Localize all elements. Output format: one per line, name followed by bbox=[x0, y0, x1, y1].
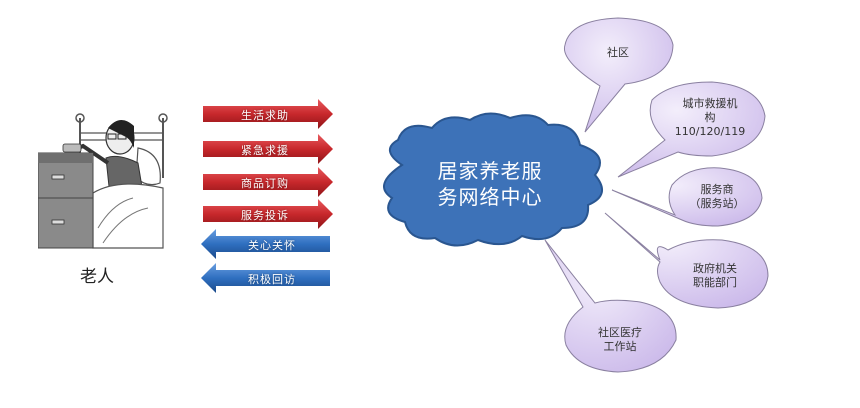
bubble-medical bbox=[544, 239, 677, 373]
arrow-outgoing-2 bbox=[203, 134, 333, 164]
bubble-line: （服务站） bbox=[689, 197, 745, 210]
cloud-center bbox=[383, 112, 603, 247]
arrow-outgoing-1 bbox=[203, 99, 333, 129]
bubble-provider-text: 服务商 （服务站） bbox=[677, 183, 757, 211]
arrow-label-life-help: 生活求助 bbox=[241, 109, 289, 122]
arrow-label-order: 商品订购 bbox=[241, 177, 289, 190]
bubble-community-text: 社区 bbox=[588, 46, 648, 60]
bubble-government-text: 政府机关 职能部门 bbox=[675, 262, 755, 290]
bubble-community bbox=[563, 17, 674, 133]
bubble-line: 110/120/119 bbox=[674, 125, 746, 138]
arrow-label-emergency: 紧急求援 bbox=[241, 144, 289, 157]
elder-illustration bbox=[37, 108, 168, 253]
bubble-line: 社区医疗 bbox=[598, 326, 642, 339]
arrow-incoming-1 bbox=[201, 229, 330, 259]
bubble-rescue bbox=[617, 81, 766, 178]
bubble-line: 服务商 bbox=[700, 183, 734, 196]
arrow-label-complaint: 服务投诉 bbox=[241, 209, 289, 222]
center-title-line1: 居家养老服 bbox=[437, 159, 543, 183]
arrow-label-followup: 积极回访 bbox=[248, 273, 296, 286]
bubble-line: 社区 bbox=[607, 46, 629, 59]
center-title-line2: 务网络中心 bbox=[437, 185, 543, 209]
elderly-in-bed-icon bbox=[37, 113, 168, 249]
bubble-line: 构 bbox=[704, 111, 716, 124]
bubble-line: 政府机关 bbox=[693, 262, 737, 275]
bubble-line: 城市救援机 bbox=[682, 97, 738, 110]
arrow-outgoing-3 bbox=[203, 167, 333, 197]
arrow-label-care: 关心关怀 bbox=[248, 239, 296, 252]
bubble-line: 职能部门 bbox=[693, 276, 737, 289]
bubble-medical-text: 社区医疗 工作站 bbox=[580, 326, 660, 354]
center-title: 居家养老服 务网络中心 bbox=[415, 158, 565, 210]
elder-label: 老人 bbox=[80, 267, 114, 287]
bubble-rescue-text: 城市救援机 构 110/120/119 bbox=[665, 97, 755, 139]
arrow-incoming-2 bbox=[201, 263, 330, 293]
arrow-outgoing-4 bbox=[203, 199, 333, 229]
bubble-line: 工作站 bbox=[603, 340, 637, 353]
bubble-government bbox=[604, 212, 769, 309]
bubble-provider bbox=[611, 167, 763, 227]
